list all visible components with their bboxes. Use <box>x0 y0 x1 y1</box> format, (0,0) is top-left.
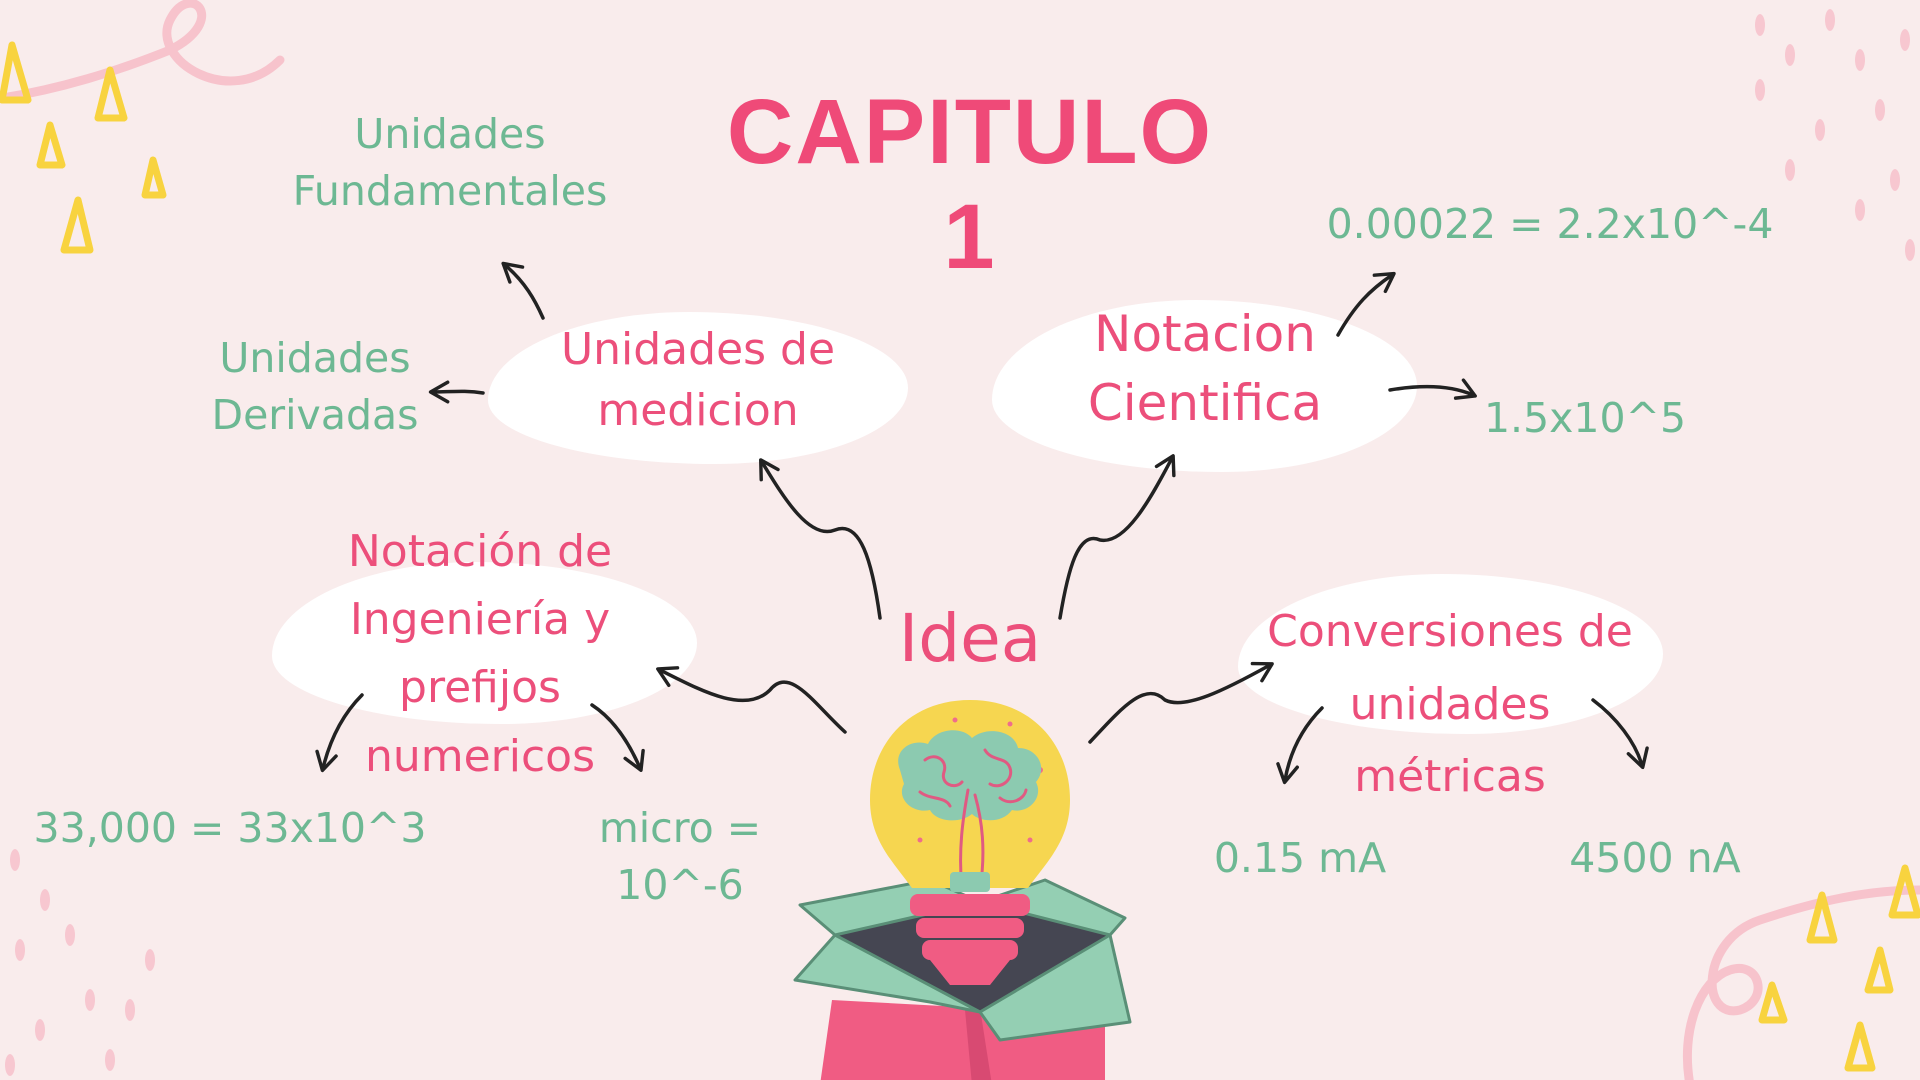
node-notacion-cientifica: Notacion Cientifica <box>1005 300 1405 438</box>
arrow-idea-to-conversiones <box>1088 661 1274 744</box>
node-notacion-ingenieria: Notación de Ingeniería y prefijos numeri… <box>280 518 680 791</box>
leaf-conv-example-2: 4500 nA <box>1569 834 1741 882</box>
leaf-unidades-derivadas-line-2: Derivadas <box>211 390 419 439</box>
arrow-to-eng-example-1 <box>315 693 364 773</box>
cloud-unidades-medicion <box>488 312 908 464</box>
swirl-top-left <box>0 0 285 104</box>
center-label: Idea <box>898 600 1042 677</box>
arrow-idea-to-unidades <box>759 458 882 620</box>
node-notacion-ingenieria-line-3: prefijos <box>399 662 561 714</box>
node-unidades-medicion: Unidades de medicion <box>498 320 898 441</box>
lightbulb-icon <box>870 700 1070 985</box>
leaf-eng-example-2-line-1: micro = <box>598 804 762 852</box>
leaf-unidades-fundamentales-line-1: Unidades <box>354 110 546 158</box>
leaf-eng-example-1: 33,000 = 33x10^3 <box>33 804 427 852</box>
leaf-unidades-fundamentales: Unidades Fundamentales <box>270 106 630 219</box>
cloud-notacion-cientifica <box>992 300 1417 472</box>
cloud-notacion-ingenieria <box>272 562 697 724</box>
leaf-eng-example-2-line-2: 10^-6 <box>616 860 744 909</box>
arrow-idea-to-ingenieria <box>656 666 847 734</box>
node-conversiones-line-2: unidades <box>1349 678 1551 730</box>
arrow-to-eng-example-2 <box>590 703 645 772</box>
triangles-top-left <box>0 41 167 254</box>
node-conversiones-line-3: métricas <box>1354 751 1546 803</box>
arrow-to-conv-example-2 <box>1591 698 1649 770</box>
leaf-eng-example-2: micro = 10^-6 <box>575 800 785 913</box>
leaf-sci-example-2: 1.5x10^5 <box>1483 394 1687 442</box>
leaf-unidades-derivadas-line-1: Unidades <box>219 334 411 382</box>
arrow-to-derivadas <box>428 380 485 404</box>
node-unidades-medicion-line-1: Unidades de <box>560 324 836 375</box>
arrow-to-sci-example-1 <box>1336 271 1396 337</box>
dots-bottom-left <box>5 849 155 1076</box>
node-notacion-cientifica-line-1: Notacion <box>1094 305 1316 363</box>
node-conversiones: Conversiones de unidades métricas <box>1245 596 1655 814</box>
dots-top-right <box>1755 9 1915 261</box>
box-icon <box>793 878 1132 1080</box>
arrow-to-fundamentales <box>501 261 545 320</box>
node-notacion-cientifica-line-2: Cientifica <box>1087 374 1323 432</box>
leaf-sci-example-1: 0.00022 = 2.2x10^-4 <box>1326 200 1774 248</box>
triangles-bottom-right <box>1758 864 1920 1072</box>
node-notacion-ingenieria-line-4: numericos <box>364 730 596 782</box>
leaf-conv-example-1: 0.15 mA <box>1213 834 1387 882</box>
node-notacion-ingenieria-line-1: Notación de <box>347 526 613 577</box>
page-title: CAPITULO 1 <box>726 81 1214 288</box>
arrow-to-sci-example-2 <box>1388 378 1477 400</box>
leaf-unidades-fundamentales-line-2: Fundamentales <box>292 166 608 215</box>
leaf-unidades-derivadas: Unidades Derivadas <box>185 330 445 443</box>
node-unidades-medicion-line-2: medicion <box>597 384 799 436</box>
node-conversiones-line-1: Conversiones de <box>1267 606 1633 657</box>
arrow-idea-to-notacion <box>1058 454 1176 620</box>
arrow-to-conv-example-1 <box>1276 706 1324 785</box>
node-notacion-ingenieria-line-2: Ingeniería y <box>349 594 611 646</box>
cloud-conversiones <box>1238 574 1663 734</box>
